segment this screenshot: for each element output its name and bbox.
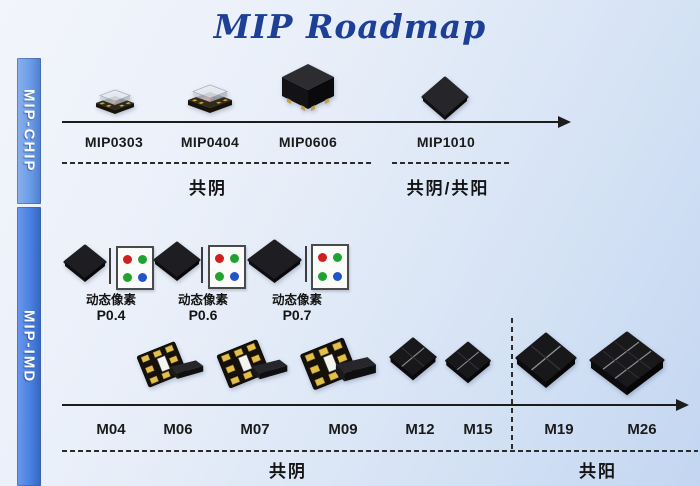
pixel-chip-p07-icon xyxy=(246,239,303,286)
product-label-mip0404: MIP0404 xyxy=(180,134,240,150)
mip0404-chip-icon xyxy=(184,79,236,113)
mip0606-chip-icon xyxy=(280,62,336,114)
pixel-dot-green-icon xyxy=(318,272,327,281)
chip-group2-dashed-underline xyxy=(392,162,512,164)
product-label-mip1010: MIP1010 xyxy=(416,134,476,150)
module-chip-m19-icon xyxy=(514,332,578,394)
pixel-chip-p04-icon xyxy=(62,244,108,284)
mip0303-chip-icon xyxy=(92,84,138,114)
pixel-dot-green-icon xyxy=(333,253,342,262)
pixel-separator-line xyxy=(201,247,203,283)
pixel-dot-green-icon xyxy=(230,253,239,263)
module-chip-m09-icon xyxy=(298,337,378,392)
module-label-m12: M12 xyxy=(405,421,435,438)
pixel-dot-red-icon xyxy=(318,253,327,262)
product-label-mip0606: MIP0606 xyxy=(278,134,338,150)
sidebar-bar-mip-chip: MIP-CHIP xyxy=(17,58,41,204)
sidebar-label-mip-imd: MIP-IMD xyxy=(20,309,38,384)
pixel-group-label-p07: 动态像素 P0.7 xyxy=(271,293,323,324)
pixel-chip-p06-icon xyxy=(152,241,202,284)
imd-group-divider-dashed xyxy=(511,318,513,451)
imd-timeline xyxy=(62,404,676,406)
module-label-m19: M19 xyxy=(544,421,574,438)
pixel-group-label-p06: 动态像素 P0.6 xyxy=(177,293,229,324)
mip1010-chip-icon xyxy=(420,76,470,122)
imd-timeline-arrowhead-icon xyxy=(676,399,689,411)
pixel-dot-red-icon xyxy=(123,254,132,264)
module-chip-m26-icon xyxy=(588,331,666,403)
pixel-dot-blue-icon xyxy=(333,272,342,281)
sidebar-label-mip-chip: MIP-CHIP xyxy=(20,89,38,173)
pixel-diagram-p06 xyxy=(208,245,246,289)
imd-group-dashed-underline xyxy=(62,450,698,452)
page-title: MIP Roadmap xyxy=(213,7,487,46)
pixel-dot-blue-icon xyxy=(138,272,147,282)
module-label-m26: M26 xyxy=(627,421,657,438)
pixel-dot-green-icon xyxy=(138,254,147,264)
pixel-dot-green-icon xyxy=(215,271,224,281)
pixel-dot-red-icon xyxy=(215,253,224,263)
chip-common-cathode-label: 共阴 xyxy=(189,179,227,198)
module-label-m09: M09 xyxy=(328,421,358,438)
pixel-diagram-p04 xyxy=(116,246,154,290)
module-label-m07: M07 xyxy=(240,421,270,438)
module-chip-m06-icon xyxy=(134,341,206,389)
sidebar-bar-mip-imd: MIP-IMD xyxy=(17,207,41,486)
module-label-m04: M04 xyxy=(96,421,126,438)
module-chip-m15-icon xyxy=(444,340,492,389)
chip-timeline xyxy=(62,121,560,123)
chip-cathode-anode-label: 共阴/共阳 xyxy=(406,179,490,198)
pixel-group-label-p04: 动态像素 P0.4 xyxy=(85,293,137,324)
pixel-dot-green-icon xyxy=(123,272,132,282)
pixel-dot-blue-icon xyxy=(230,271,239,281)
pixel-separator-line xyxy=(305,246,307,282)
chip-timeline-arrowhead-icon xyxy=(558,116,571,128)
imd-common-cathode-label: 共阴 xyxy=(269,462,307,481)
module-label-m15: M15 xyxy=(463,421,493,438)
module-label-m06: M06 xyxy=(163,421,193,438)
module-chip-m12-icon xyxy=(388,337,438,385)
module-chip-m07-icon xyxy=(214,339,290,390)
pixel-diagram-p07 xyxy=(311,244,349,290)
product-label-mip0303: MIP0303 xyxy=(84,134,144,150)
chip-group1-dashed-underline xyxy=(62,162,372,164)
imd-common-anode-label: 共阳 xyxy=(579,462,617,481)
pixel-separator-line xyxy=(109,248,111,284)
